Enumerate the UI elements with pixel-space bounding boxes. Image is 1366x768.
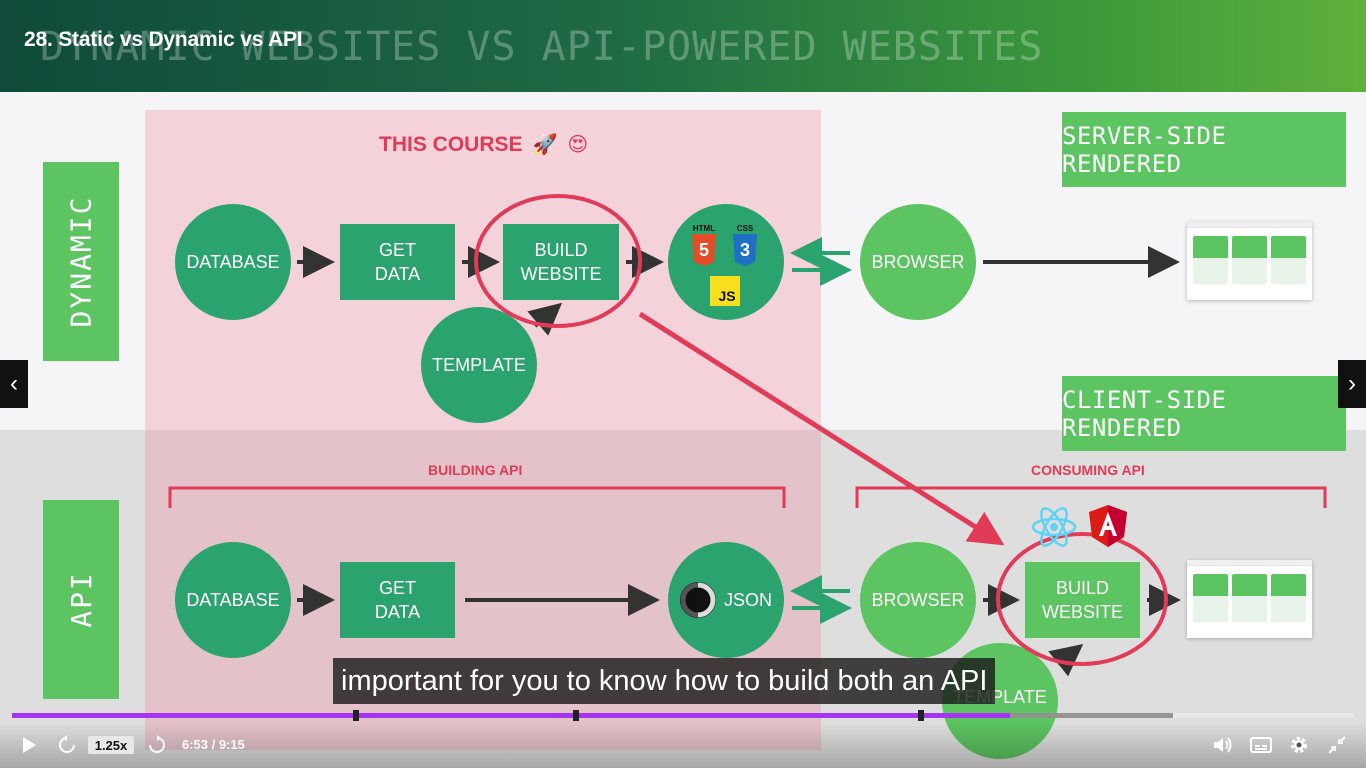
svg-text:3: 3	[740, 240, 750, 260]
chapter-marker[interactable]	[352, 710, 359, 721]
next-lecture-button[interactable]: ›	[1338, 360, 1366, 408]
rocket-emoji: 🚀	[532, 134, 558, 156]
subtitle-caption: important for you to know how to build b…	[333, 658, 996, 704]
this-course-text: THIS COURSE	[379, 132, 523, 156]
chapter-marker[interactable]	[917, 710, 924, 721]
playback-speed-button[interactable]: 1.25x	[88, 736, 134, 754]
slide-header-band	[0, 0, 1366, 92]
html5-icon	[692, 234, 716, 266]
json-label: JSON	[724, 589, 773, 610]
website-files-node: HTML 5 CSS 3 JS	[668, 204, 784, 320]
exit-fullscreen-icon	[1328, 736, 1346, 754]
api-get-data-line1: GET	[378, 578, 416, 598]
rewind-icon	[59, 735, 75, 753]
client-build-highlight-ring	[996, 532, 1168, 666]
progress-bar[interactable]	[12, 710, 1354, 721]
rewind-button[interactable]	[56, 734, 78, 756]
chapter-marker[interactable]	[572, 710, 579, 721]
progress-played	[12, 713, 1011, 718]
server-side-rendered-label: SERVER-SIDE RENDERED	[1062, 112, 1346, 187]
build-website-highlight-ring	[474, 194, 642, 328]
gear-icon	[1291, 737, 1307, 753]
api-side-label: API	[43, 500, 119, 699]
dynamic-browser-node: BROWSER	[860, 204, 976, 320]
react-icon	[1031, 507, 1077, 547]
js-icon	[710, 276, 740, 306]
dynamic-side-label: DYNAMIC	[43, 162, 119, 361]
volume-button[interactable]	[1211, 734, 1235, 756]
this-course-label: THIS COURSE 🚀 😍	[379, 132, 588, 157]
heart-eyes-emoji: 😍	[567, 134, 589, 156]
time-display: 6:53 / 9:15	[182, 737, 245, 752]
client-side-rendered-label: CLIENT-SIDE RENDERED	[1062, 376, 1346, 451]
forward-icon	[149, 735, 165, 753]
json-icon	[680, 582, 716, 618]
chevron-right-icon: ›	[1348, 370, 1356, 397]
building-api-bracket	[168, 486, 786, 508]
red-connector-arrow	[638, 311, 1005, 546]
css3-icon	[733, 234, 757, 266]
captions-icon	[1250, 737, 1272, 753]
ssr-website-thumbnail	[1187, 222, 1312, 300]
svg-text:5: 5	[699, 240, 709, 260]
api-database-node: DATABASE	[175, 542, 291, 658]
get-data-line1: GET	[378, 240, 416, 260]
volume-icon	[1214, 737, 1232, 753]
building-api-label: BUILDING API	[428, 462, 523, 478]
player-control-bar	[0, 722, 1366, 768]
play-button[interactable]	[18, 734, 40, 756]
chevron-left-icon: ‹	[10, 370, 18, 397]
css-badge-label: CSS	[737, 224, 754, 233]
get-data-line2: DATA	[374, 264, 421, 284]
api-browser-node: BROWSER	[860, 542, 976, 658]
angular-icon	[1089, 505, 1127, 547]
html-badge-label: HTML	[693, 224, 715, 233]
dynamic-database-node: DATABASE	[175, 204, 291, 320]
dynamic-template-node: TEMPLATE	[421, 307, 537, 423]
video-title: 28. Static vs Dynamic vs API	[24, 28, 303, 51]
consuming-api-label: CONSUMING API	[1031, 462, 1145, 478]
play-icon	[23, 737, 36, 753]
dynamic-get-data-node: GET DATA	[340, 224, 455, 300]
svg-text:JS: JS	[718, 288, 735, 304]
api-get-data-node: GET DATA	[340, 562, 455, 638]
json-node: JSON	[668, 542, 784, 658]
csr-website-thumbnail	[1187, 560, 1312, 638]
api-get-data-line2: DATA	[374, 602, 421, 622]
html-css-js-badges: HTML 5 CSS 3 JS	[692, 224, 757, 306]
slide-title: DYNAMIC WEBSITES VS API-POWERED WEBSITES	[40, 24, 1044, 70]
previous-lecture-button[interactable]: ‹	[0, 360, 28, 408]
settings-button[interactable]	[1287, 734, 1311, 756]
exit-fullscreen-button[interactable]	[1325, 734, 1349, 756]
consuming-api-bracket	[855, 486, 1327, 508]
forward-button[interactable]	[146, 734, 168, 756]
captions-button[interactable]	[1249, 734, 1273, 756]
